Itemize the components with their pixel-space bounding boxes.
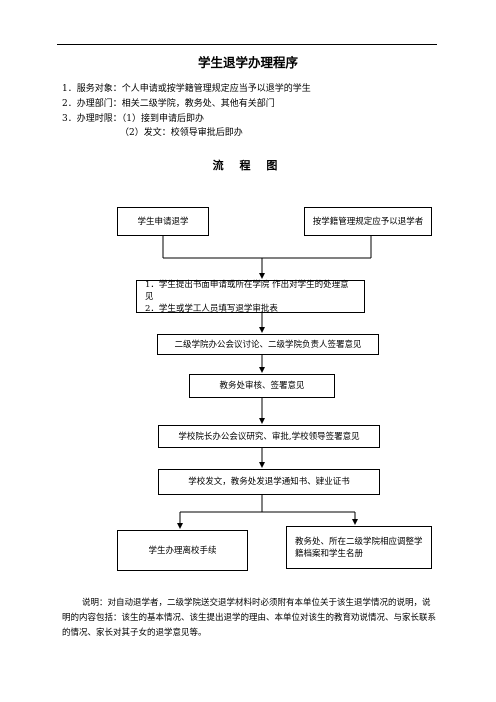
- flow-box-adjust-records: 教务处、所在二级学院相应调整学籍档案和学生名册: [286, 526, 432, 569]
- info-line-4: （2）发文：校领导审批后即办: [120, 128, 243, 138]
- flow-box-leave-school: 学生办理离校手续: [117, 530, 248, 571]
- flow-box-step1: 1．学生提出书面申请或所在学院 作出对学生的处理意见 2．学生或学工人员填写退学…: [136, 279, 365, 314]
- info-line-1: 1．服务对象：个人申请或按学籍管理规定应当予以退学的学生: [62, 84, 311, 94]
- step1-line-1: 1．学生提出书面申请或所在学院 作出对学生的处理意见: [145, 279, 349, 302]
- flow-box-regulation-dismissal: 按学籍管理规定应予以退学者: [304, 207, 432, 236]
- page-title: 学生退学办理程序: [197, 55, 298, 70]
- header-rule: [57, 44, 437, 45]
- flow-box-step5: 学校发文，教务处发退学通知书、肄业证书: [158, 469, 380, 495]
- info-line-3: 3．办理时限：（1）接到申请后即办: [62, 114, 204, 124]
- info-line-2: 2．办理部门：相关二级学院，教务处、其他有关部门: [62, 99, 275, 109]
- explanation-note: 说明：对自动退学者，二级学院送交退学材料时必须附有本单位关于该生退学情况的说明，…: [62, 598, 437, 638]
- flow-box-step4: 学校院长办公会议研究、审批,学校领导签署意见: [158, 425, 380, 448]
- flow-box-student-application: 学生申请退学: [117, 207, 209, 236]
- flow-box-step3: 教务处审核、签署意见: [189, 374, 335, 398]
- flow-chart-title: 流 程 图: [212, 159, 284, 172]
- step1-line-2: 2．学生或学工人员填写退学审批表: [145, 303, 278, 314]
- flow-box-step2: 二级学院办公会议讨论、二级学院负责人签署意见: [157, 334, 379, 355]
